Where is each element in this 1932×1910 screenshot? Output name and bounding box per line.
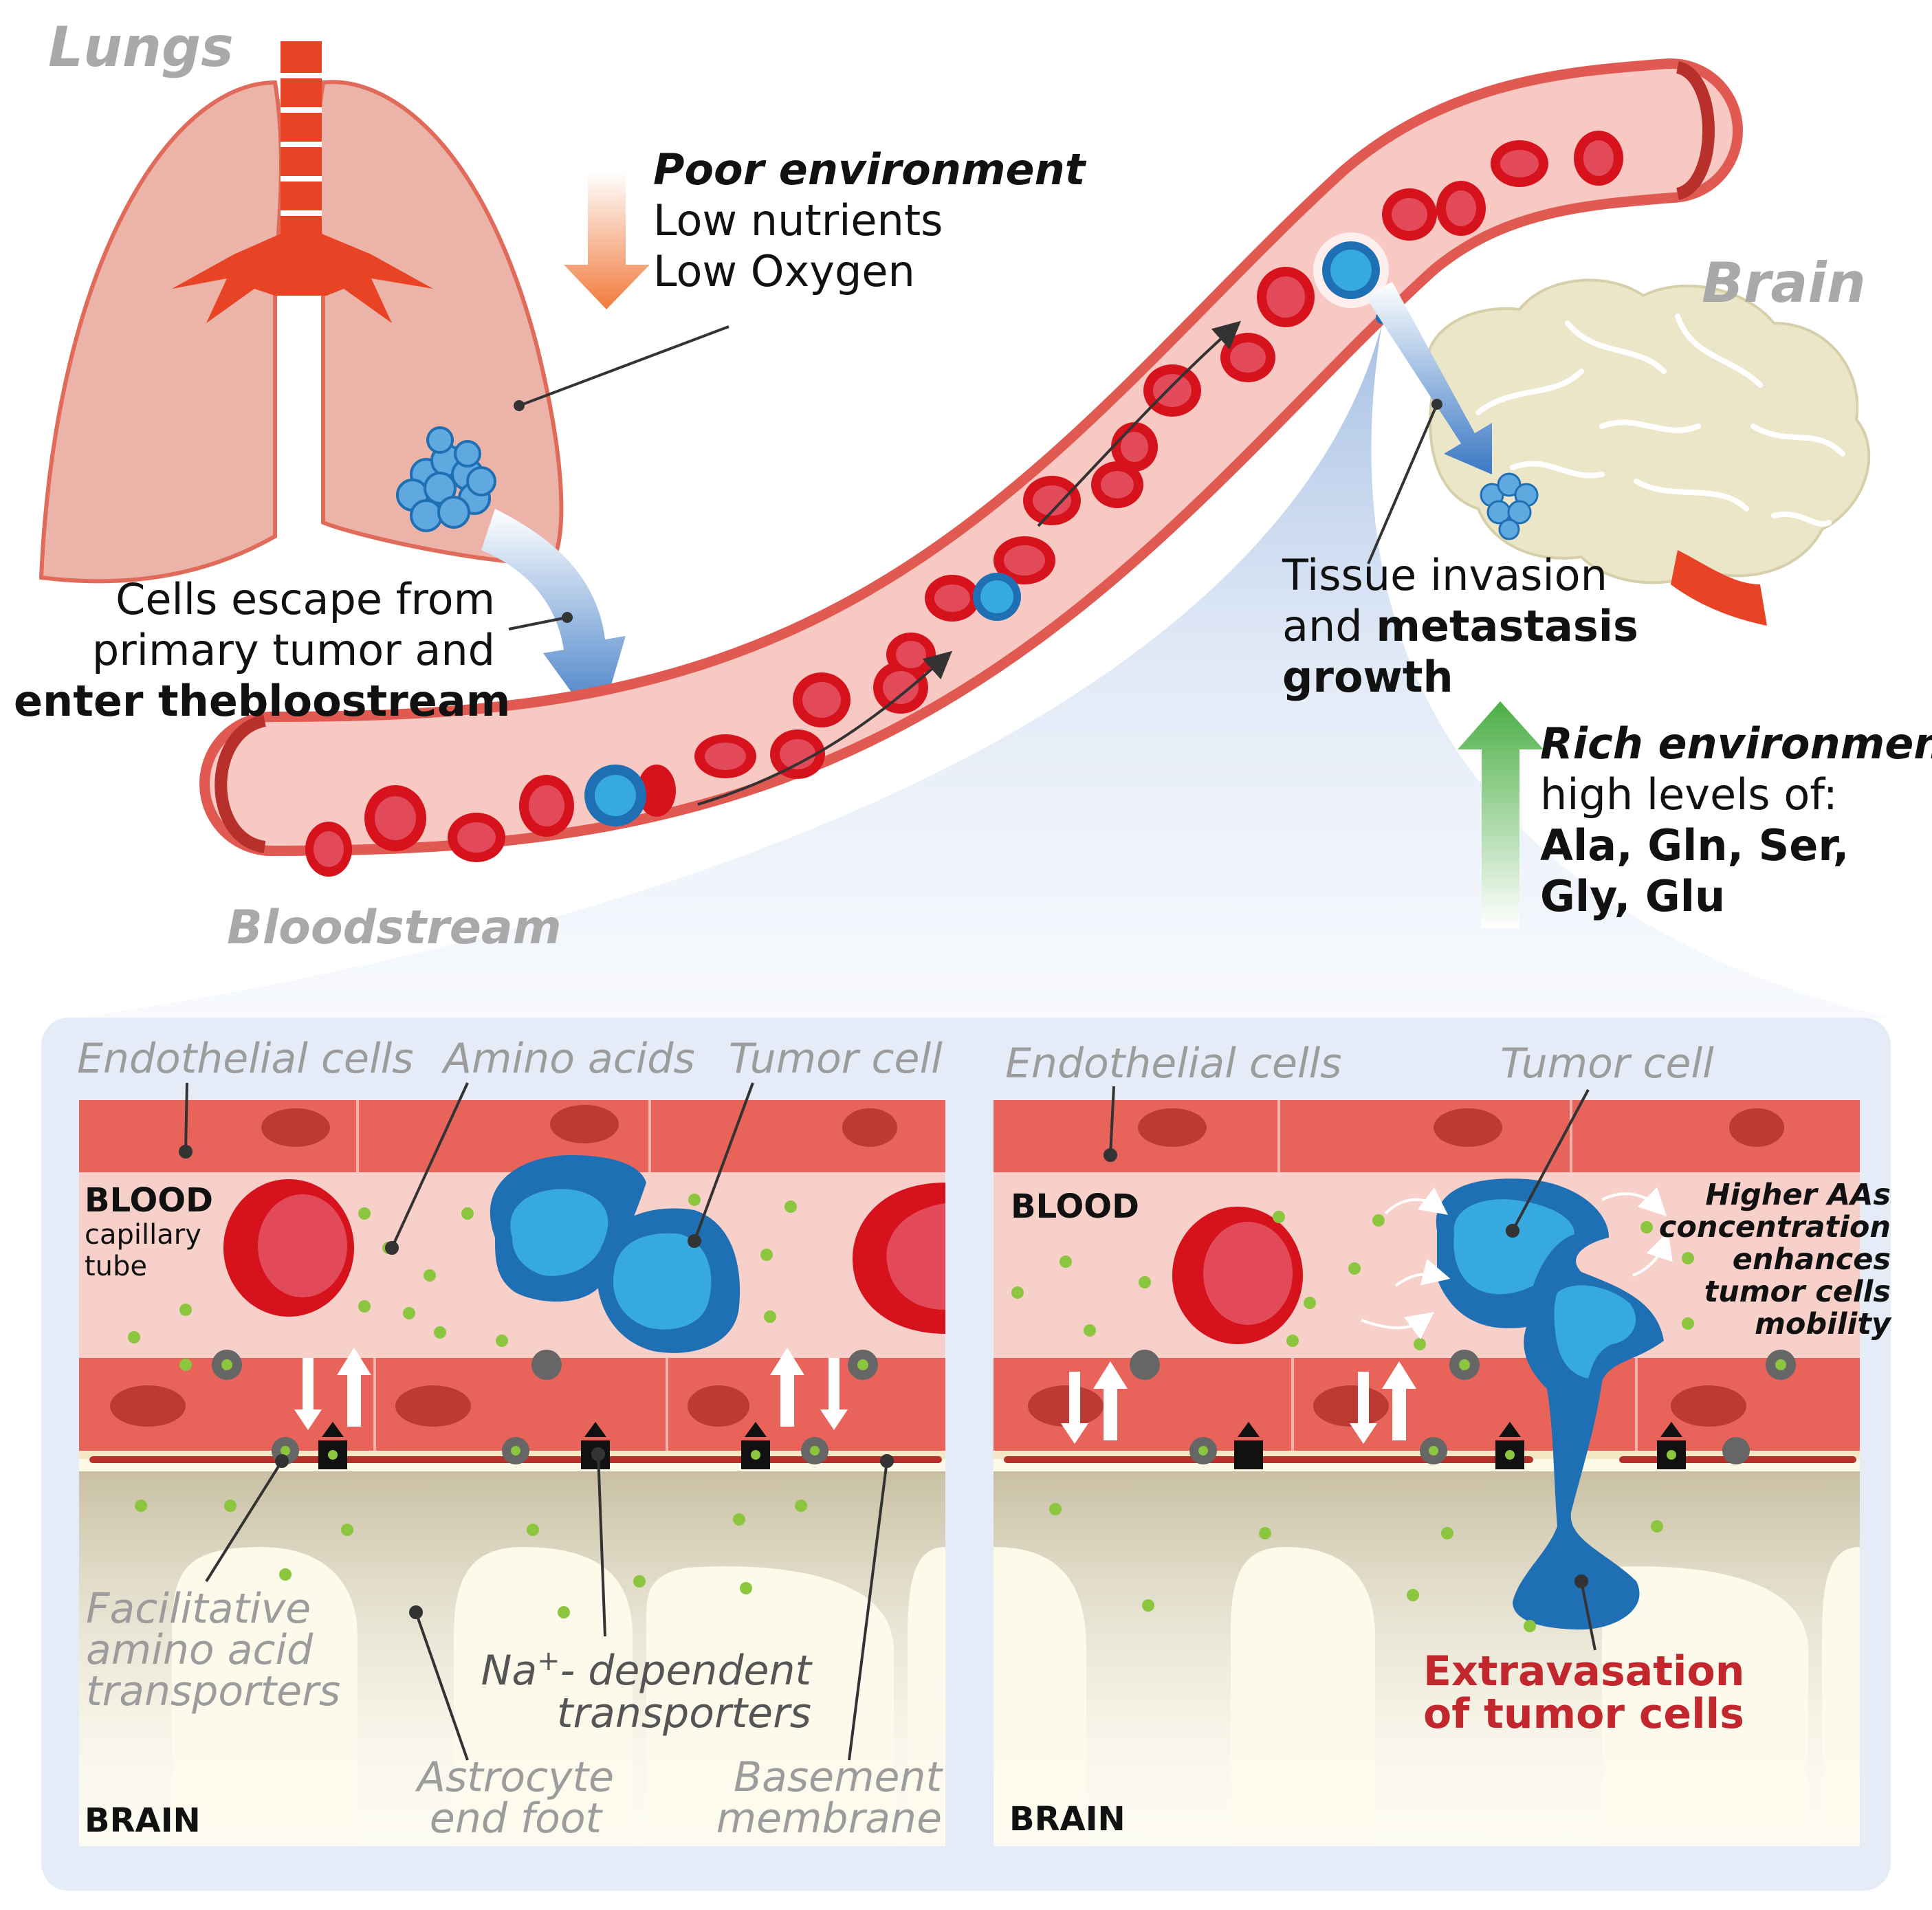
primary-tumor [396,426,496,532]
right-blood-label: BLOOD [1011,1187,1139,1226]
invasion-line3: growth [1282,652,1453,702]
basement-line2: membrane [716,1794,942,1843]
left-brain-label: BRAIN [85,1801,201,1840]
higher-line1: Higher AAs [1705,1178,1891,1212]
right-panel-illustration [994,1086,1860,1846]
rich-env-line3: Gly, Glu [1540,871,1726,921]
rich-env-arrow [1458,701,1544,928]
left-capillary-label: capillary tube [85,1219,201,1282]
capillary-line2: tube [85,1251,148,1282]
na-transporters-label: Na+- dependent transporters [461,1640,811,1735]
na-superscript: + [537,1645,560,1677]
rich-env-heading: Rich environment [1540,718,1932,769]
higher-line2: concentration [1658,1210,1891,1244]
brainstem [1671,550,1767,626]
facilitative-transporters-label: Facilitative amino acid transporters [86,1588,340,1712]
invasion-line1: Tissue invasion [1282,550,1607,600]
basement-line1: Basement [733,1753,942,1801]
escape-line3: enter thebloostream [14,676,511,726]
astrocyte-line1: Astrocyte [417,1753,615,1801]
facilitative-line2: amino acid [86,1626,314,1674]
poor-env-line2: Low Oxygen [653,246,915,296]
bronchi [172,234,433,323]
rich-env-line2: Ala, Gln, Ser, [1540,820,1849,870]
na-line1-rest: - dependent [560,1647,811,1695]
invasion-line2-plain: and [1282,601,1376,651]
left-amino-acids-label: Amino acids [443,1035,695,1083]
left-endothelial-label: Endothelial cells [77,1035,414,1083]
facilitative-line1: Facilitative [86,1585,311,1633]
higher-line4: tumor cells [1704,1275,1891,1309]
extravasation-label: Extravasation of tumor cells [1423,1647,1745,1738]
extrav-line1: Extravasation [1423,1647,1745,1695]
invasion-line2-bold: metastasis [1376,601,1638,651]
astrocyte-line2: end foot [429,1794,602,1843]
brain-metastasis [1480,472,1539,540]
astrocyte-label: Astrocyte end foot [413,1757,619,1839]
left-blood-label: BLOOD [85,1181,213,1220]
escape-line1: Cells escape from [116,574,495,624]
higher-line5: mobility [1755,1307,1891,1341]
flow-arrow-1 [697,650,952,806]
na-line2: transporters [556,1689,811,1737]
extrav-line2: of tumor cells [1423,1690,1744,1738]
na-line1: Na+- dependent [461,1640,811,1692]
brain [1425,278,1871,626]
left-panel-illustration [79,1082,945,1846]
lungs-title: Lungs [48,15,234,79]
bloodstream-title: Bloodstream [227,901,562,955]
poor-env-heading: Poor environment [653,144,1086,195]
circulating-tumor-cells [584,232,1389,826]
escape-note: Cells escape from primary tumor and ente… [14,574,511,727]
right-tumor-cell-label: Tumor cell [1500,1040,1714,1088]
escape-arrow [481,509,626,729]
higher-aas-note: Higher AAs concentration enhances tumor … [1636,1179,1891,1341]
invasion-line2: and metastasis [1282,601,1638,652]
zoom-fan [83,323,1891,1018]
poor-environment-note: Poor environment Low nutrients Low Oxyge… [653,144,1085,297]
lungs [39,41,564,584]
red-blood-cells [305,131,1623,877]
right-brain-label: BRAIN [1009,1800,1126,1838]
higher-line3: enhances [1732,1242,1891,1277]
capillary-line1: capillary [85,1219,201,1251]
invasion-note: Tissue invasion and metastasis growth [1282,550,1638,703]
rich-environment-note: Rich environment high levels of: Ala, Gl… [1540,718,1932,922]
poor-env-arrow [564,172,650,309]
brain-title: Brain [1702,251,1866,315]
invasion-arrow [1365,282,1492,474]
blood-vessel [199,58,1743,856]
poor-env-line1: Low nutrients [653,195,943,245]
flow-arrow-2 [1037,320,1241,527]
rich-env-line1: high levels of: [1540,769,1838,820]
basement-membrane-label: Basement membrane [694,1757,942,1839]
na-symbol: Na [481,1647,538,1695]
right-endothelial-label: Endothelial cells [1005,1040,1342,1088]
facilitative-line3: transporters [86,1667,341,1715]
left-tumor-cell-label: Tumor cell [729,1035,943,1083]
escape-line2: primary tumor and [91,625,495,675]
